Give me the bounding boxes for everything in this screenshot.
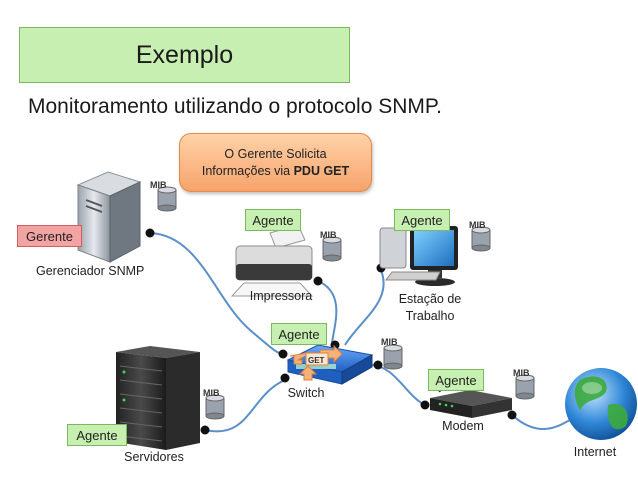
slide-title-text: Exemplo <box>135 40 234 69</box>
internet-globe-icon <box>565 368 637 440</box>
switch-label: Switch <box>287 386 325 400</box>
workstation-icon <box>379 226 458 286</box>
printer-icon <box>230 224 314 297</box>
servers-label: Servidores <box>124 450 184 464</box>
modem-icon <box>430 381 512 418</box>
modem-label: Modem <box>442 419 484 433</box>
mib-label-workstation: MIB <box>469 220 486 230</box>
mib-label-modem: MIB <box>513 368 530 378</box>
servers-rack-icon <box>116 346 200 450</box>
mib-label-servers: MIB <box>203 388 220 398</box>
manager-label: Gerenciador SNMP <box>36 264 145 278</box>
mib-icon-servers <box>205 394 225 420</box>
get-label-box <box>305 352 329 366</box>
callout-line-2: Informações via PDU GET <box>202 163 349 180</box>
cable-servers-switch <box>204 379 286 433</box>
mib-icon-printer <box>322 236 342 262</box>
get-arrows <box>289 344 343 381</box>
mib-icon-manager <box>157 186 177 212</box>
slide-title: Exemplo <box>19 27 350 83</box>
workstation-label-line-2: Trabalho <box>405 309 455 323</box>
agent-tag-printer: Agente <box>245 209 301 231</box>
workstation-label-line-1: Estação de <box>398 292 462 306</box>
mib-label-manager: MIB <box>150 180 167 190</box>
mib-icon-switch <box>383 344 403 370</box>
agent-tag-servers: Agente <box>67 424 127 446</box>
agent-tag-switch: Agente <box>271 323 327 345</box>
manager-server-icon <box>76 171 142 263</box>
slide-subtitle: Monitoramento utilizando o protocolo SNM… <box>28 95 443 118</box>
cable-modem-internet <box>511 414 571 431</box>
cable-switch-modem <box>369 364 426 406</box>
agent-tag-modem: Agente <box>428 369 484 391</box>
callout-line-2-bold: PDU GET <box>293 163 350 178</box>
mib-icon-workstation <box>471 226 491 252</box>
callout-line-1: O Gerente Solicita <box>224 146 327 161</box>
agent-tag-workstation: Agente <box>394 209 450 231</box>
get-label: GET <box>308 356 325 365</box>
cable-workstation-switch <box>344 267 385 346</box>
internet-label: Internet <box>573 445 617 459</box>
callout-line-2-prefix: Informações via <box>201 163 294 178</box>
manager-tag: Gerente <box>17 225 82 247</box>
mib-database-icons <box>157 186 535 420</box>
mib-label-printer: MIB <box>320 230 337 240</box>
mib-icon-modem <box>515 374 535 400</box>
printer-label: Impressora <box>249 289 313 303</box>
get-request-callout: O Gerente Solicita Informações via PDU G… <box>179 133 372 192</box>
mib-label-switch: MIB <box>381 337 398 347</box>
